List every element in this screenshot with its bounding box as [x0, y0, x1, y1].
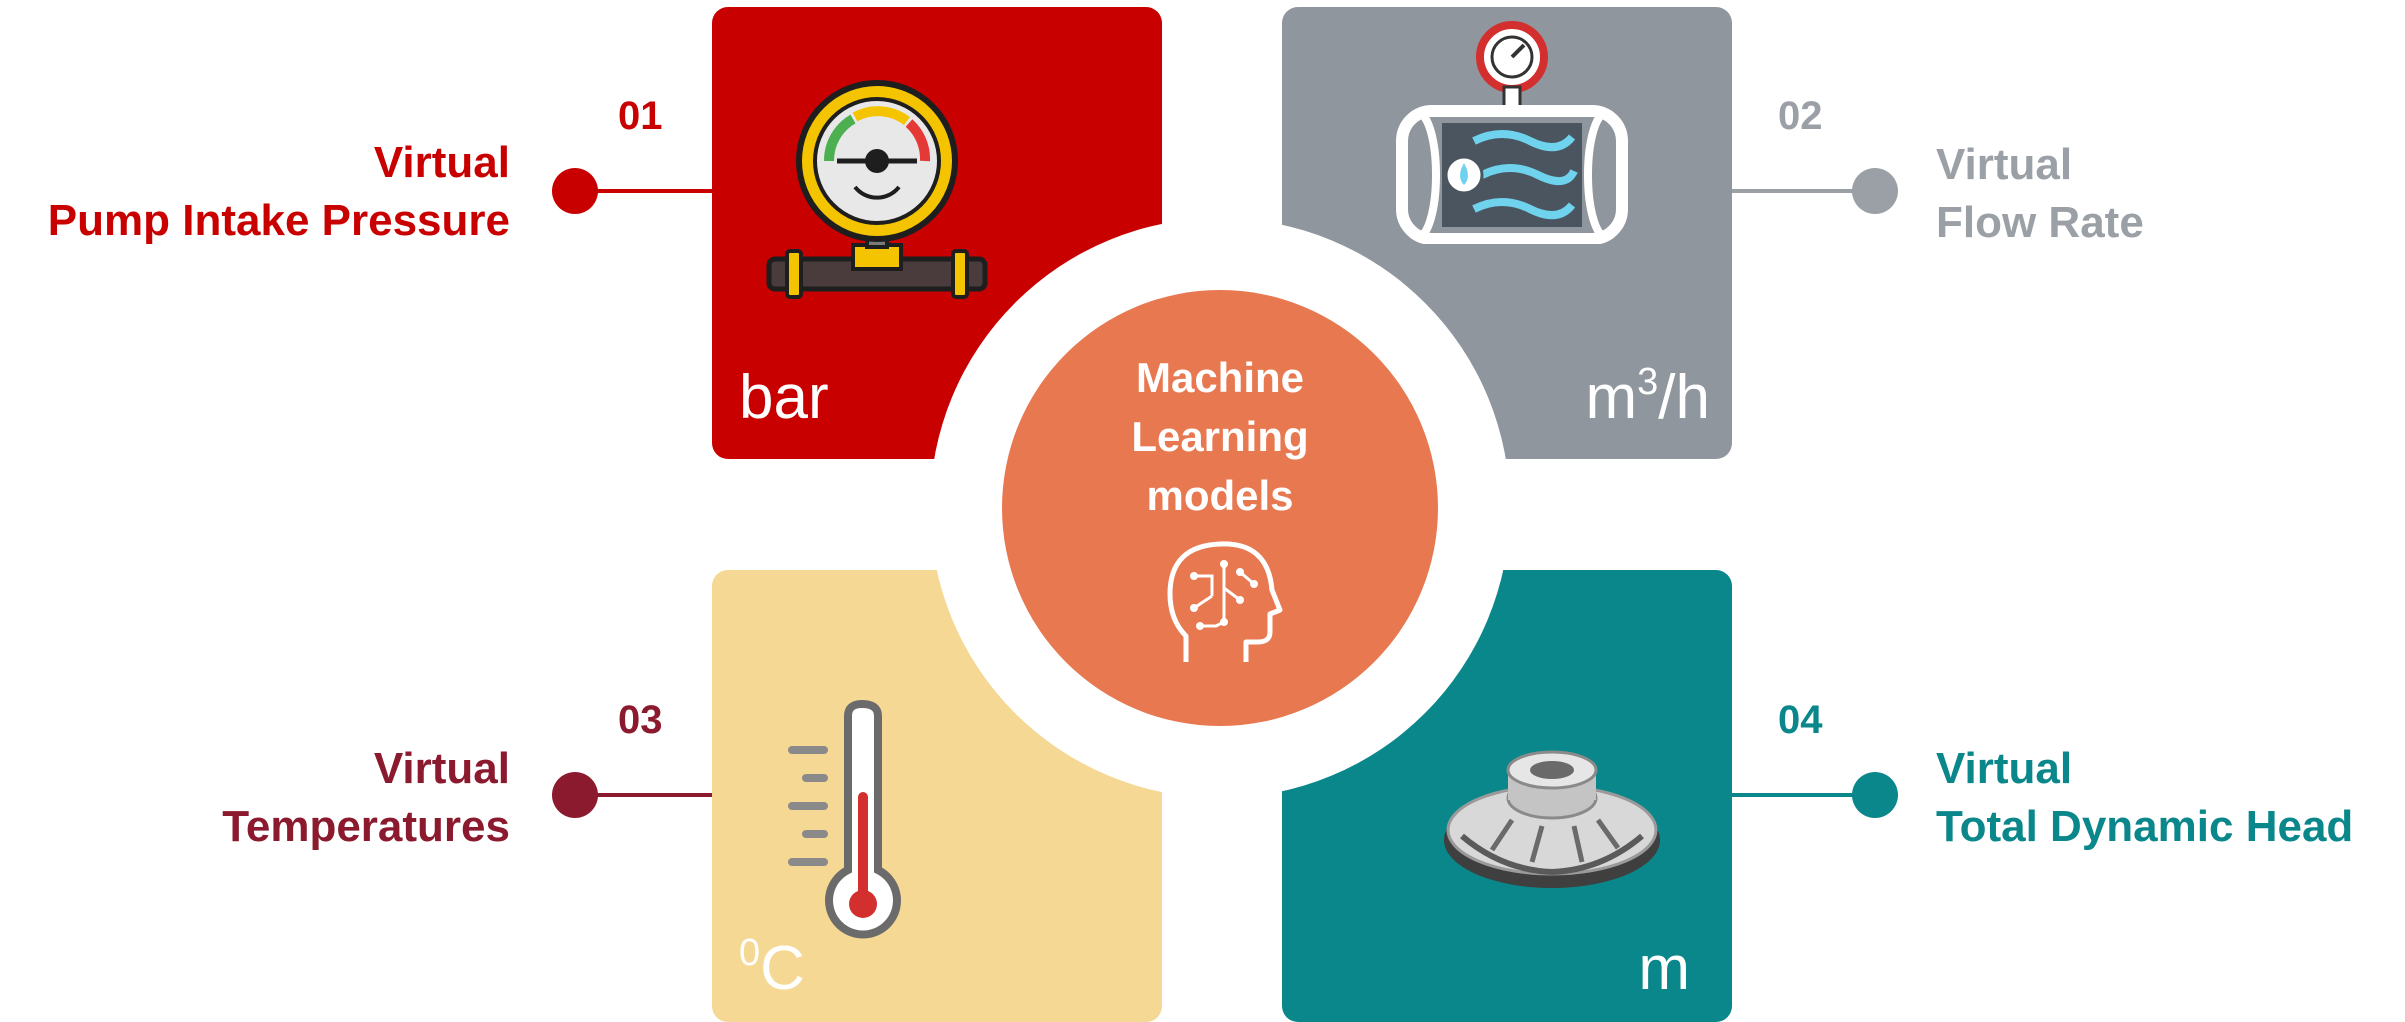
- connector-dot-04: [1852, 772, 1898, 818]
- unit-label: 0C: [739, 932, 805, 1003]
- pump-impeller-icon: [1444, 750, 1660, 888]
- brain-circuit-icon: [1167, 541, 1283, 662]
- item-number-01: 01: [618, 94, 663, 138]
- item-label-02: Virtual Flow Rate: [1936, 140, 2144, 247]
- unit-label: bar: [739, 363, 829, 432]
- connector-dot-01: [552, 168, 598, 214]
- connector-dot-03: [552, 772, 598, 818]
- center-title: Machine Learning models: [1131, 354, 1309, 519]
- thermometer-icon: [788, 700, 901, 939]
- unit-label: m3/h: [1585, 361, 1710, 432]
- tile-total-dynamic-head: m: [1282, 570, 1732, 1022]
- unit-label: m: [1638, 934, 1690, 1003]
- flow-meter-icon: [1396, 21, 1628, 244]
- tile-pump-intake-pressure: bar: [712, 7, 1162, 459]
- item-label-01: Virtual Pump Intake Pressure: [47, 138, 510, 245]
- item-number-02: 02: [1778, 94, 1823, 138]
- center-circle: Machine Learning models: [1002, 290, 1438, 726]
- item-number-04: 04: [1778, 698, 1823, 742]
- connector-line-01: [575, 189, 712, 193]
- connector-dot-02: [1852, 168, 1898, 214]
- item-label-03: Virtual Temperatures: [222, 744, 510, 851]
- item-number-03: 03: [618, 698, 663, 742]
- connector-line-02: [1732, 189, 1862, 193]
- connector-line-03: [575, 793, 712, 797]
- pressure-gauge-icon: [766, 80, 988, 299]
- item-label-04: Virtual Total Dynamic Head: [1936, 744, 2354, 851]
- connector-line-04: [1732, 793, 1862, 797]
